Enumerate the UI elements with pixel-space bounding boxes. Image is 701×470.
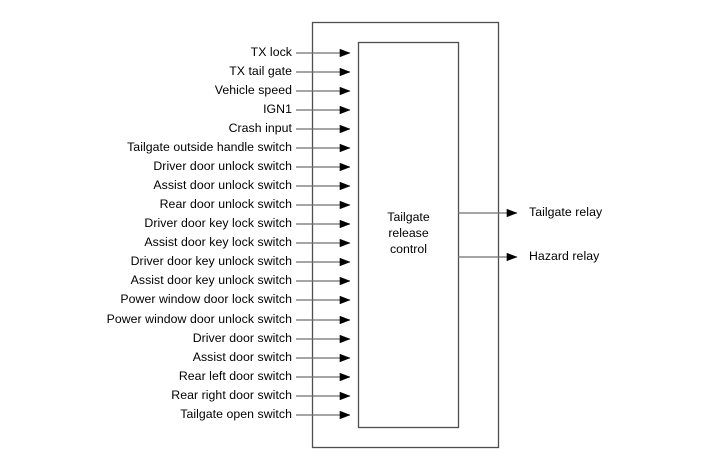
input-label-power-window-door-lock-switch: Power window door lock switch: [120, 292, 292, 306]
input-label-driver-door-key-unlock-switch: Driver door key unlock switch: [130, 254, 292, 268]
input-label-tailgate-open-switch: Tailgate open switch: [180, 407, 292, 421]
output-label-hazard-relay: Hazard relay: [529, 249, 600, 263]
output-signal-lines: [458, 208, 518, 262]
control-block-title-line-3: control: [390, 242, 427, 256]
input-label-tx-lock: TX lock: [250, 45, 292, 59]
input-signal-lines: [296, 48, 351, 420]
control-block-title-line-1: Tailgate: [387, 210, 430, 224]
input-label-assist-door-key-unlock-switch: Assist door key unlock switch: [130, 273, 292, 287]
control-block-title-line-2: release: [388, 226, 429, 240]
input-label-power-window-door-unlock-switch: Power window door unlock switch: [106, 312, 292, 326]
input-label-rear-left-door-switch: Rear left door switch: [178, 369, 292, 383]
input-label-vehicle-speed: Vehicle speed: [214, 83, 292, 97]
input-label-assist-door-key-lock-switch: Assist door key lock switch: [144, 235, 292, 249]
input-label-tx-tail-gate: TX tail gate: [229, 64, 292, 78]
input-label-tailgate-outside-handle-switch: Tailgate outside handle switch: [127, 140, 292, 154]
input-label-assist-door-switch: Assist door switch: [192, 350, 292, 364]
input-label-rear-door-unlock-switch: Rear door unlock switch: [159, 197, 292, 211]
input-label-driver-door-unlock-switch: Driver door unlock switch: [153, 159, 292, 173]
outer-enclosure-box: [311, 21, 500, 449]
input-label-ign1: IGN1: [263, 102, 292, 116]
output-label-tailgate-relay: Tailgate relay: [529, 205, 603, 219]
input-label-driver-door-key-lock-switch: Driver door key lock switch: [144, 216, 292, 230]
input-label-crash-input: Crash input: [228, 121, 292, 135]
input-label-assist-door-unlock-switch: Assist door unlock switch: [153, 178, 292, 192]
control-block-box: [357, 41, 460, 429]
input-label-rear-right-door-switch: Rear right door switch: [171, 388, 292, 402]
input-label-driver-door-switch: Driver door switch: [192, 331, 292, 345]
